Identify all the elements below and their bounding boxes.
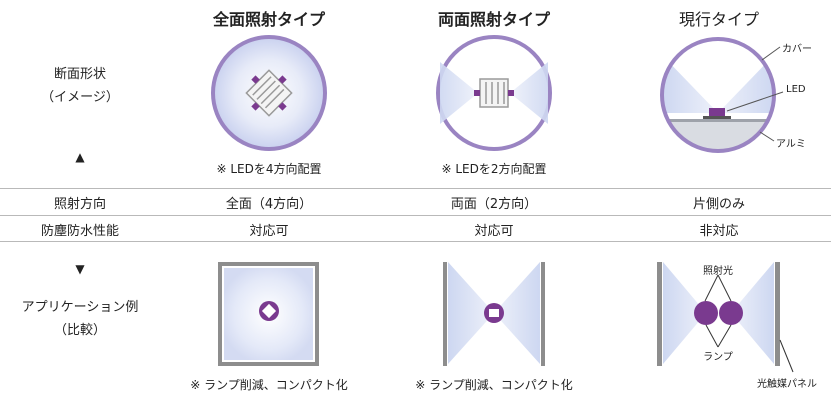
irradiated-light-label: 照射光 <box>703 266 733 277</box>
waterproof-double: 対応可 <box>474 224 514 239</box>
down-triangle-icon: ▼ <box>75 262 85 276</box>
title-full-type: 全面照射タイプ <box>212 10 326 29</box>
lamp-current-right <box>719 301 743 325</box>
cross-section-sub-label: （イメージ） <box>41 90 119 105</box>
panel-right-double <box>541 262 545 366</box>
direction-double: 両面（2方向） <box>450 197 538 212</box>
beam-app-right-current <box>731 262 774 364</box>
led-module-full <box>245 69 293 117</box>
row-divider <box>0 241 831 242</box>
photocatalyst-panel-label: 光触媒パネル <box>757 379 817 390</box>
cross-section-label: 断面形状 <box>53 67 106 82</box>
panel-right-full <box>315 262 319 366</box>
panel-left-double <box>443 262 447 366</box>
panel-bottom-full <box>218 362 319 366</box>
row-label-cross-section: 断面形状 （イメージ） <box>15 63 145 105</box>
row-label-waterproof: 防塵防水性能 <box>40 224 120 239</box>
row-divider <box>0 188 831 189</box>
panel-left-full <box>218 262 222 366</box>
alumi-base <box>662 121 774 151</box>
title-double-type: 両面照射タイプ <box>437 10 551 29</box>
beam-right-double <box>510 62 548 124</box>
title-current-type: 現行タイプ <box>678 10 760 29</box>
led-label: LED <box>786 84 806 95</box>
note-led-4dir: ※ LEDを4方向配置 <box>216 162 322 176</box>
beam-left-double <box>440 62 478 124</box>
note-lamp-reduction-double: ※ ランプ削減、コンパクト化 <box>415 378 573 392</box>
row-label-direction: 照射方向 <box>53 197 107 212</box>
direction-full: 全面（4方向） <box>225 197 313 212</box>
waterproof-full: 対応可 <box>249 224 289 239</box>
application-label: アプリケーション例 <box>21 300 139 315</box>
direction-current: 片側のみ <box>692 197 746 212</box>
row-label-application: アプリケーション例 （比較） <box>5 296 155 338</box>
row-divider <box>0 215 831 216</box>
up-triangle-icon: ▲ <box>75 150 85 164</box>
beam-app-left-double <box>448 262 494 364</box>
cover-label: カバー <box>782 44 812 55</box>
panel-top-full <box>218 262 319 266</box>
panel-right-current <box>775 262 780 366</box>
panel-left-current <box>657 262 662 366</box>
application-sub-label: （比較） <box>53 323 106 338</box>
led-module-double <box>474 78 514 108</box>
note-lamp-reduction-full: ※ ランプ削減、コンパクト化 <box>190 378 348 392</box>
waterproof-current: 非対応 <box>699 224 739 239</box>
led-chip-current <box>709 108 725 117</box>
beam-app-left-current <box>663 262 706 364</box>
note-led-2dir: ※ LEDを2方向配置 <box>441 162 547 176</box>
alumi-label: アルミ <box>776 139 806 150</box>
beam-app-right-double <box>494 262 540 364</box>
lamp-label: ランプ <box>703 352 733 363</box>
lamp-current-left <box>694 301 718 325</box>
